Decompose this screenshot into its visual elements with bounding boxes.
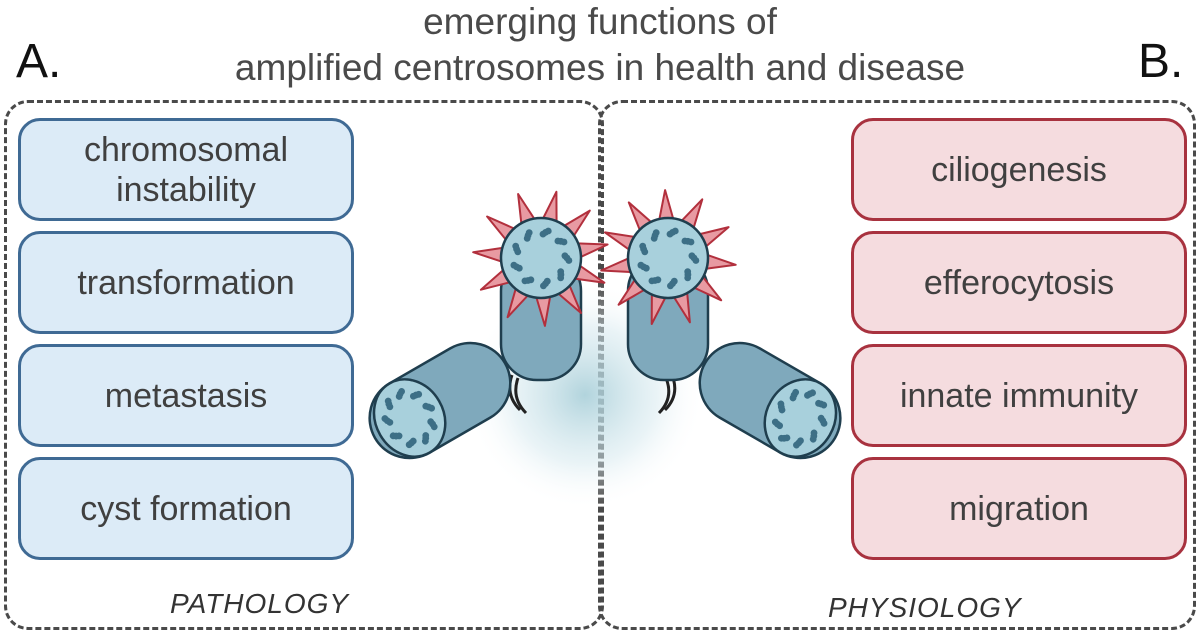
pathology-item-transformation: transformation [18, 231, 354, 334]
microtubule-dot [512, 242, 520, 250]
right-vertical-microtubule-ring [637, 227, 700, 290]
microtubule-dot [652, 229, 660, 237]
physiology-item-innate-immunity: innate immunity [851, 344, 1187, 447]
microtubule-dot [793, 441, 800, 449]
microtubule-dot [692, 257, 700, 264]
left-vertical-microtubule-ring [510, 227, 573, 290]
microtubule-dot [687, 238, 695, 246]
pathology-item-metastasis: metastasis [18, 344, 354, 447]
microtubule-dot [381, 415, 389, 422]
microtubule-dot [525, 229, 533, 237]
left-linker-2 [514, 377, 528, 415]
microtubule-dot [421, 437, 429, 445]
microtubule-dot [510, 261, 518, 269]
figure-title-line-1: emerging functions of [423, 1, 777, 42]
panel-a-letter: A. [16, 35, 62, 88]
microtubule-dot [565, 257, 573, 264]
microtubule-dot [430, 423, 438, 431]
panel-b-letter: B. [1138, 35, 1184, 88]
microtubule-dot [428, 404, 435, 412]
right-horizontal-microtubule-ring [771, 388, 828, 449]
physiology-label: PHYSIOLOGY [828, 592, 1022, 623]
left-centriole-pair [368, 190, 609, 460]
pathology-item-cyst-formation: cyst formation [18, 457, 354, 560]
microtubule-dot [778, 434, 785, 442]
left-horizontal-microtubule-ring [381, 388, 438, 449]
physiology-item-efferocytosis: efferocytosis [851, 231, 1187, 334]
microtubule-dot [639, 242, 647, 250]
microtubule-dot [405, 441, 413, 449]
microtubule-dot [521, 277, 529, 285]
microtubule-dot [667, 282, 674, 290]
microtubule-dot [820, 401, 828, 409]
microtubule-dot [671, 227, 679, 235]
microtubule-dot [398, 388, 405, 395]
right-centriole-pair [600, 189, 842, 460]
right-horizontal-centriole [698, 341, 842, 460]
microtubule-dot [557, 274, 565, 282]
left-horizontal-centriole [368, 341, 512, 460]
microtubule-dot [560, 238, 568, 246]
microtubule-dot [777, 400, 785, 408]
microtubule-dot [771, 418, 779, 426]
right-linker-2 [657, 377, 671, 415]
physiology-item-migration: migration [851, 457, 1187, 560]
pathology-item-chromosomal-instability: chromosomal instability [18, 118, 354, 221]
microtubule-dot [540, 282, 547, 290]
microtubule-dot [809, 389, 816, 397]
microtubule-dot [384, 397, 392, 405]
microtubule-dot [809, 435, 817, 443]
pathology-label: PATHOLOGY [170, 588, 350, 619]
microtubule-dot [792, 388, 800, 396]
microtubule-dot [544, 227, 552, 235]
microtubule-dot [684, 274, 692, 282]
microtubule-dot [415, 390, 423, 398]
microtubule-dot [637, 261, 645, 269]
microtubule-dot [820, 419, 828, 427]
figure-title-line-2: amplified centrosomes in health and dise… [234, 47, 966, 88]
physiology-item-ciliogenesis: ciliogenesis [851, 118, 1187, 221]
microtubule-dot [389, 432, 397, 440]
microtubule-dot [648, 277, 656, 285]
